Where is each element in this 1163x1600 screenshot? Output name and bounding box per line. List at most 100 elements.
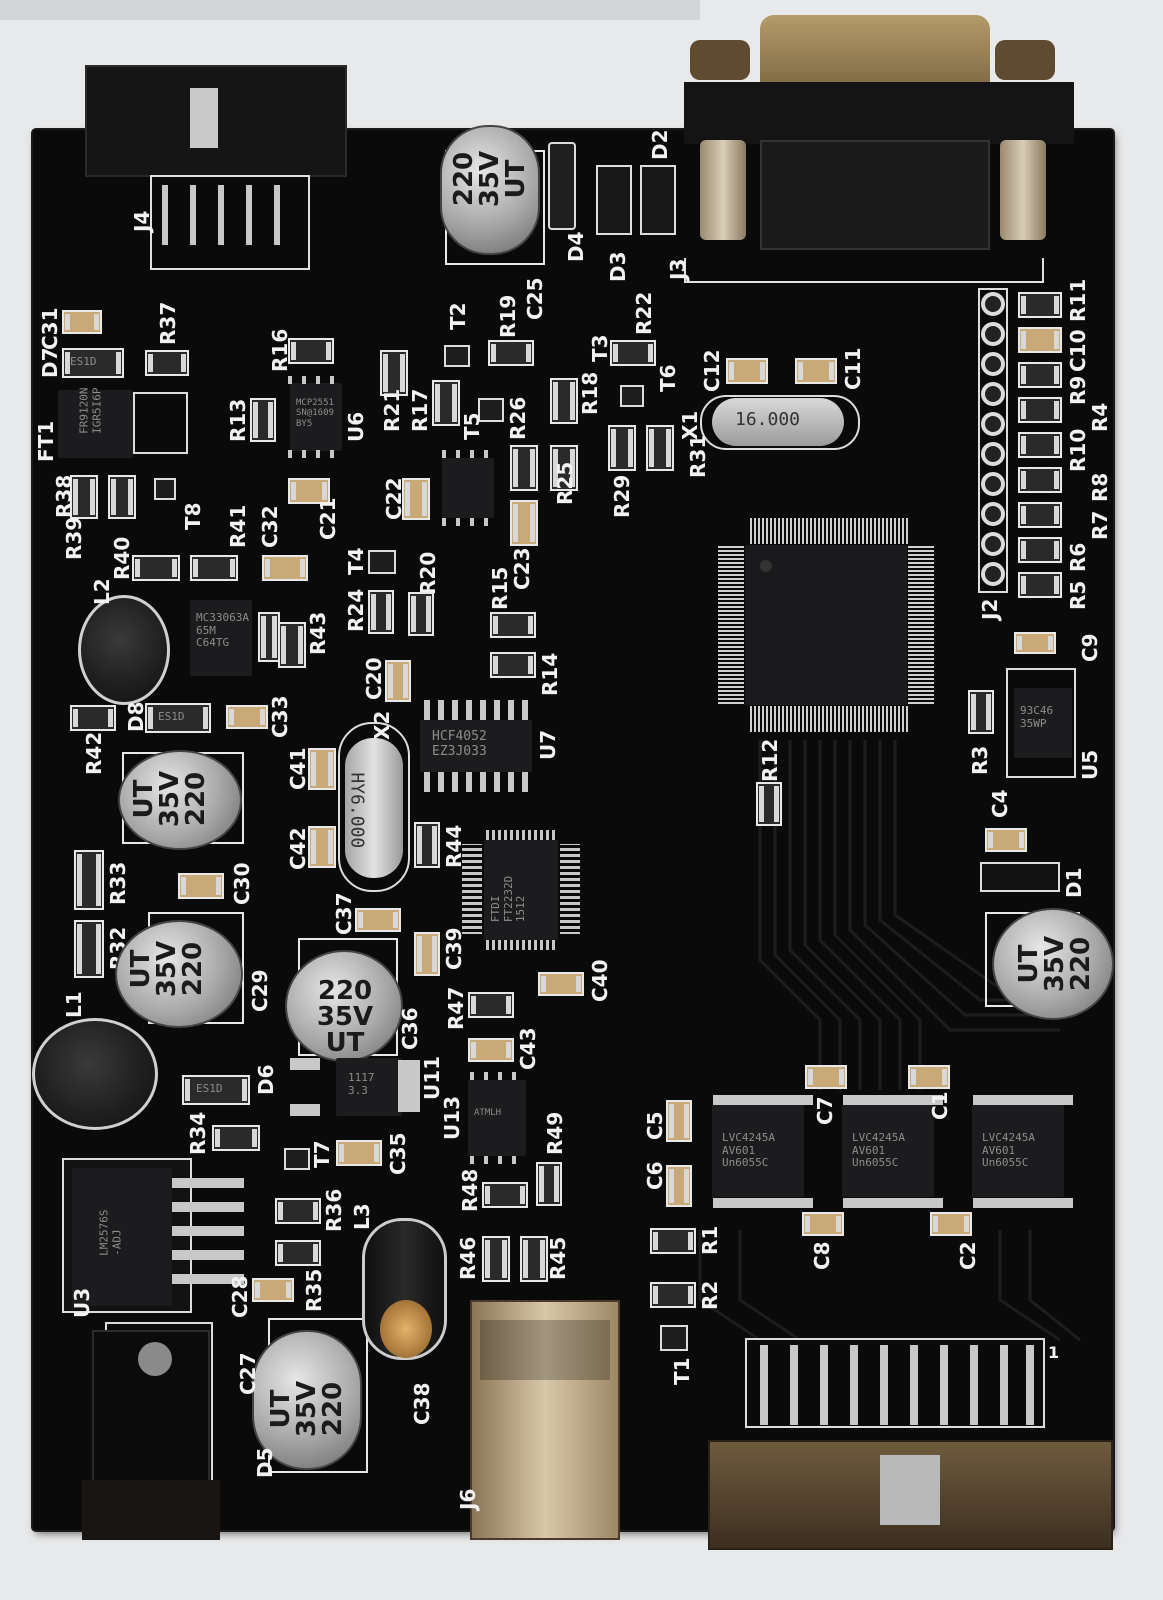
lvc2-marking: LVC4245A AV601 Un6055C <box>852 1131 905 1170</box>
cap-center-body <box>285 950 403 1062</box>
u7-pins <box>424 700 528 792</box>
r32-part <box>74 920 104 978</box>
db9-shell <box>760 15 990 95</box>
u6-marking: MCP2551 SN@1609 BY5 <box>296 398 334 429</box>
r16-part <box>288 338 334 364</box>
label-u13: U13 <box>440 1095 464 1140</box>
r26-part <box>510 445 538 491</box>
u11-pin3 <box>290 1104 320 1116</box>
u3-pins <box>172 1178 244 1290</box>
cap-top-body <box>440 125 540 255</box>
label-r44: R44 <box>442 824 466 868</box>
mc33063-chip <box>190 600 252 676</box>
label-d5: D5 <box>253 1447 277 1478</box>
label-t6: T6 <box>656 364 680 392</box>
t5-part <box>478 398 504 422</box>
label-c8: C8 <box>810 1241 834 1270</box>
r38-part <box>70 475 98 519</box>
label-u6: U6 <box>344 411 368 442</box>
r24-part <box>368 590 394 634</box>
j1-key <box>880 1455 940 1525</box>
label-r35: R35 <box>302 1268 326 1312</box>
label-r24: R24 <box>344 588 368 632</box>
label-c32: C32 <box>258 505 282 548</box>
d6-marking: ES1D <box>196 1082 223 1095</box>
label-c40: C40 <box>588 959 612 1002</box>
db9-standoff-left <box>690 40 750 80</box>
c9-part <box>1014 632 1056 654</box>
label-c29: C29 <box>248 969 272 1012</box>
label-t2: T2 <box>446 302 470 330</box>
label-r4: R4 <box>1088 402 1112 432</box>
l3-copper <box>380 1300 432 1358</box>
c20-part <box>385 660 411 702</box>
label-t3: T3 <box>588 334 612 362</box>
u7-chip <box>420 720 532 772</box>
label-c36: C36 <box>398 1007 422 1050</box>
main-mcu-qfp <box>745 545 907 705</box>
c42-part <box>308 826 336 868</box>
db9-body <box>760 140 990 250</box>
label-c30: C30 <box>230 862 254 905</box>
label-t8: T8 <box>181 502 205 530</box>
label-r39: R39 <box>62 516 86 560</box>
label-r3: R3 <box>968 745 992 775</box>
t4-part <box>368 550 396 574</box>
c6-part <box>666 1165 692 1207</box>
label-c41: C41 <box>286 747 310 790</box>
label-r47: R47 <box>444 986 468 1030</box>
x1-outline <box>700 395 860 450</box>
label-c35: C35 <box>386 1132 410 1175</box>
label-c10: C10 <box>1066 329 1090 372</box>
label-j2: J2 <box>978 598 1002 620</box>
r42-part <box>70 705 116 731</box>
r45-part <box>520 1236 548 1282</box>
c39-part <box>414 932 440 976</box>
label-r9: R9 <box>1066 375 1090 405</box>
c1-part <box>908 1065 950 1089</box>
u13-marking: ATMLH <box>474 1108 502 1118</box>
label-r34: R34 <box>186 1111 210 1155</box>
label-c2: C2 <box>956 1241 980 1270</box>
label-j3: J3 <box>666 258 690 280</box>
u6-chip <box>290 383 342 451</box>
label-r16: R16 <box>268 328 292 372</box>
label-r45: R45 <box>546 1236 570 1280</box>
label-l1: L1 <box>62 991 86 1018</box>
t7-part <box>284 1148 310 1170</box>
r14-part <box>490 652 536 678</box>
ft2232-pins <box>462 830 580 950</box>
mcu-pins <box>718 518 934 732</box>
c23-part <box>510 500 538 546</box>
label-r22: R22 <box>632 291 656 335</box>
j1-pins <box>760 1345 1040 1430</box>
u11-regulator <box>336 1058 402 1116</box>
label-c23: C23 <box>510 547 534 590</box>
ft1-chip <box>58 390 133 458</box>
small-soic-chip <box>442 458 494 518</box>
c32-part <box>262 555 308 581</box>
d1-diode <box>980 862 1060 892</box>
label-c43: C43 <box>516 1027 540 1070</box>
label-c22: C22 <box>382 477 406 520</box>
lvc1-marking: LVC4245A AV601 Un6055C <box>722 1131 775 1170</box>
label-c12: C12 <box>700 349 724 392</box>
r19-part <box>488 340 534 366</box>
lvc3-marking: LVC4245A AV601 Un6055C <box>982 1131 1035 1170</box>
label-c7: C7 <box>813 1096 837 1125</box>
label-r25: R25 <box>553 461 577 505</box>
label-r1: R1 <box>698 1225 722 1255</box>
db9-footprint <box>684 258 1044 283</box>
cap-left2-marking: UT 35V 220 <box>126 940 208 998</box>
lvc-pins <box>713 1095 1073 1208</box>
label-r2: R2 <box>698 1280 722 1310</box>
ft1-pads <box>133 392 188 454</box>
label-r41: R41 <box>226 504 250 548</box>
label-r26: R26 <box>506 396 530 440</box>
r1-part <box>650 1228 696 1254</box>
u13-pins <box>470 1072 516 1164</box>
t2-part <box>444 345 470 367</box>
label-r7: R7 <box>1088 510 1112 540</box>
r17-part <box>432 380 460 426</box>
r13-part <box>250 398 276 442</box>
